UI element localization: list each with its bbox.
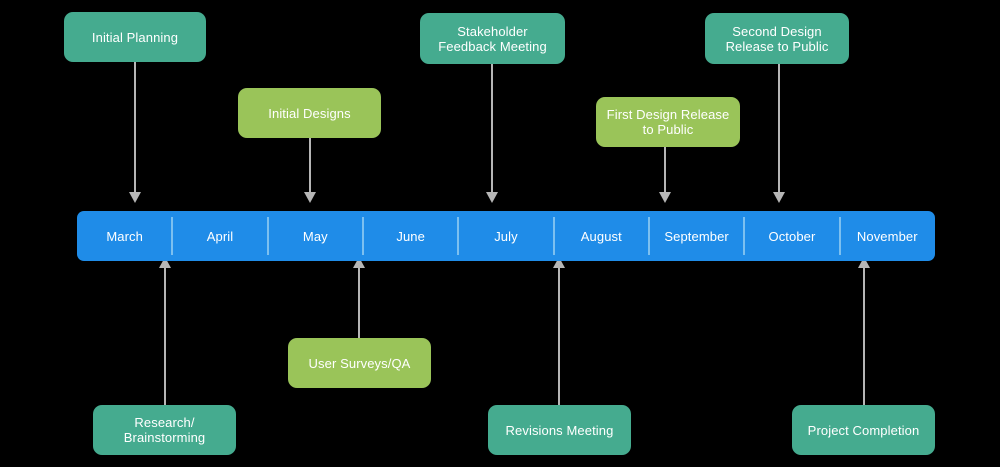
milestone-initial-planning[interactable]: Initial Planning [64, 12, 206, 62]
arrowhead-research-brainstorming [159, 257, 171, 268]
milestone-research-brainstorming[interactable]: Research/ Brainstorming [93, 405, 236, 455]
timeline-month-november[interactable]: November [838, 211, 935, 261]
timeline-month-june[interactable]: June [361, 211, 458, 261]
arrowhead-initial-planning [129, 192, 141, 203]
milestone-label: Revisions Meeting [505, 422, 614, 438]
timeline-month-march[interactable]: March [77, 211, 172, 261]
milestone-label: Initial Planning [91, 29, 179, 45]
timeline-month-august[interactable]: August [552, 211, 649, 261]
month-label: October [768, 228, 816, 244]
timeline-bar: March April May June July August Septemb… [77, 211, 935, 261]
month-label: November [856, 228, 918, 244]
connector-initial-planning [134, 62, 136, 192]
connector-research-brainstorming [164, 268, 166, 405]
milestone-label: Stakeholder Feedback Meeting [438, 23, 547, 54]
month-label: June [396, 228, 425, 244]
timeline-month-may[interactable]: May [266, 211, 363, 261]
timeline-month-september[interactable]: September [647, 211, 744, 261]
milestone-label: Second Design Release to Public [725, 23, 829, 54]
arrowhead-stakeholder-feedback-meeting [486, 192, 498, 203]
connector-project-completion [863, 268, 865, 405]
month-label: May [302, 228, 328, 244]
timeline-month-july[interactable]: July [457, 211, 553, 261]
milestone-label: Project Completion [807, 422, 920, 438]
milestone-first-design-release[interactable]: First Design Release to Public [596, 97, 740, 147]
connector-initial-designs [309, 138, 311, 192]
month-label: March [106, 228, 143, 244]
connector-first-design-release [664, 147, 666, 192]
milestone-project-completion[interactable]: Project Completion [792, 405, 935, 455]
timeline-month-april[interactable]: April [171, 211, 267, 261]
milestone-label: First Design Release to Public [606, 107, 730, 137]
milestone-revisions-meeting[interactable]: Revisions Meeting [488, 405, 631, 455]
connector-stakeholder-feedback-meeting [491, 64, 493, 192]
arrowhead-revisions-meeting [553, 257, 565, 268]
month-label: July [494, 228, 518, 244]
milestone-initial-designs[interactable]: Initial Designs [238, 88, 381, 138]
month-label: April [206, 228, 234, 244]
arrowhead-initial-designs [304, 192, 316, 203]
milestone-second-design-release[interactable]: Second Design Release to Public [705, 13, 849, 64]
connector-second-design-release [778, 64, 780, 192]
connector-revisions-meeting [558, 268, 560, 405]
milestone-stakeholder-feedback-meeting[interactable]: Stakeholder Feedback Meeting [420, 13, 565, 64]
arrowhead-first-design-release [659, 192, 671, 203]
timeline-month-october[interactable]: October [743, 211, 839, 261]
month-label: August [580, 228, 622, 244]
connector-user-surveys-qa [358, 268, 360, 338]
month-label: September [664, 228, 729, 244]
arrowhead-user-surveys-qa [353, 257, 365, 268]
milestone-label: Research/ Brainstorming [123, 415, 206, 445]
milestone-label: Initial Designs [268, 105, 351, 121]
milestone-user-surveys-qa[interactable]: User Surveys/QA [288, 338, 431, 388]
milestone-label: User Surveys/QA [308, 355, 411, 371]
arrowhead-second-design-release [773, 192, 785, 203]
arrowhead-project-completion [858, 257, 870, 268]
